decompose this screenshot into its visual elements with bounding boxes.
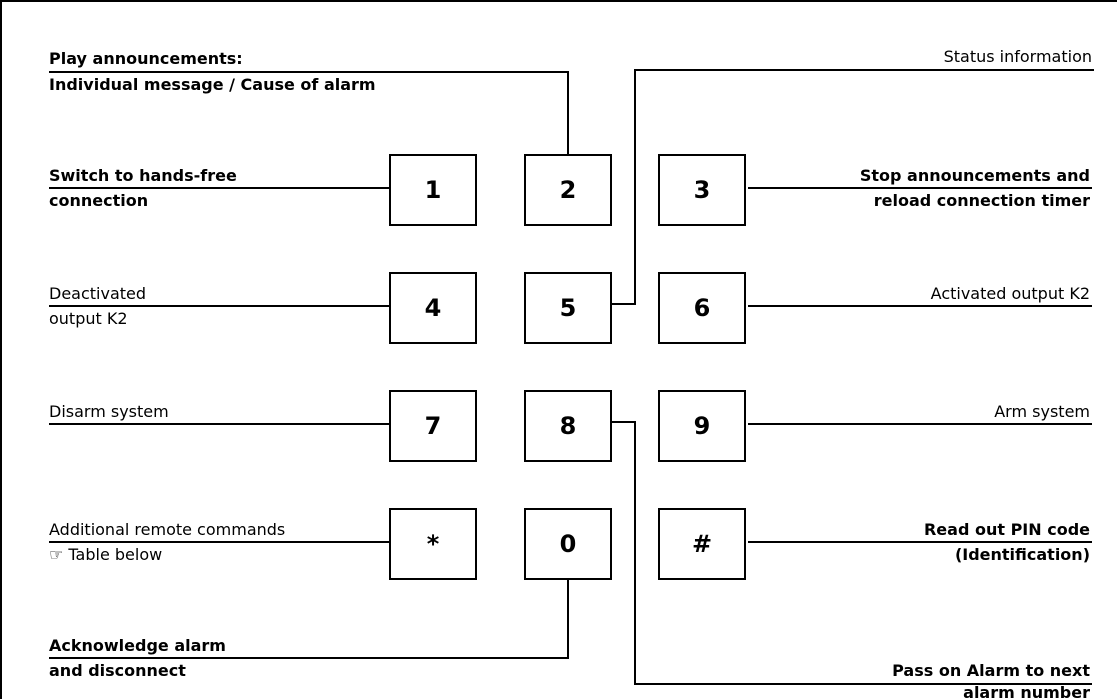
- label-status: Status information: [943, 47, 1092, 66]
- label-play-line1: Play announcements:: [49, 49, 243, 68]
- key-9[interactable]: 9: [658, 390, 746, 462]
- connector-status: [612, 69, 1094, 305]
- key-5[interactable]: 5: [524, 272, 612, 344]
- connector-ack: [49, 578, 569, 659]
- key-6[interactable]: 6: [658, 272, 746, 344]
- key-1[interactable]: 1: [389, 154, 477, 226]
- label-ack-line1: Acknowledge alarm: [49, 636, 226, 655]
- connector-play: [49, 71, 569, 154]
- key-8[interactable]: 8: [524, 390, 612, 462]
- label-additional-line2: ☞ Table below: [49, 545, 163, 564]
- label-stop-line1: Stop announcements and: [859, 166, 1090, 185]
- key-2[interactable]: 2: [524, 154, 612, 226]
- label-pass-line2: alarm number: [963, 683, 1090, 699]
- label-deactivated-line1: Deactivated: [49, 284, 147, 303]
- label-handsfree-line1: Switch to hands-free: [49, 166, 237, 185]
- label-pass-line1: Pass on Alarm to next: [892, 661, 1090, 680]
- label-deactivated-line2: output K2: [49, 309, 128, 328]
- key-7[interactable]: 7: [389, 390, 477, 462]
- key-4[interactable]: 4: [389, 272, 477, 344]
- key-hash[interactable]: #: [658, 508, 746, 580]
- label-disarm: Disarm system: [49, 402, 169, 421]
- label-ack-line2: and disconnect: [49, 661, 186, 680]
- label-pin-line1: Read out PIN code: [923, 520, 1090, 539]
- label-play-line2: Individual message / Cause of alarm: [49, 75, 376, 94]
- key-star[interactable]: *: [389, 508, 477, 580]
- label-handsfree-line2: connection: [49, 191, 149, 210]
- key-0[interactable]: 0: [524, 508, 612, 580]
- label-activated: Activated output K2: [930, 284, 1090, 303]
- label-additional-line1: Additional remote commands: [49, 520, 286, 539]
- label-arm: Arm system: [994, 402, 1090, 421]
- label-stop-line2: reload connection timer: [873, 191, 1090, 210]
- label-pin-line2: (Identification): [954, 545, 1090, 564]
- key-3[interactable]: 3: [658, 154, 746, 226]
- connector-8: [612, 421, 1092, 685]
